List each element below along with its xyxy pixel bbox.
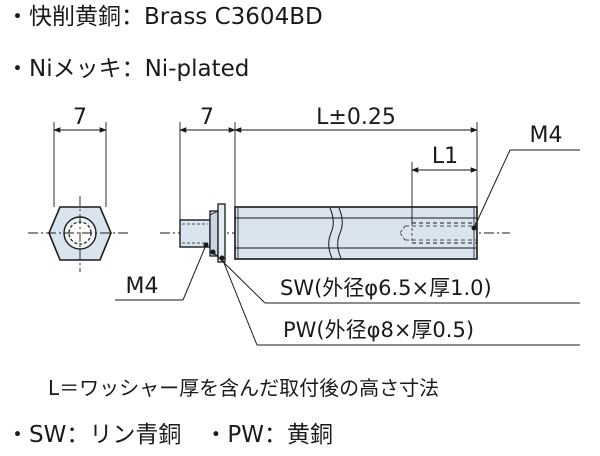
spring-washer (209, 210, 219, 257)
length-dimension-label: L±0.25 (316, 105, 396, 130)
washer-materials: ・SW：リン青銅 ・PW：黄銅 (6, 422, 333, 448)
plating-spec: ・Niメッキ：Ni-plated (6, 56, 250, 82)
m4-right-label: M4 (530, 123, 563, 148)
length-note: L＝ワッシャー厚を含んだ取付後の高さ寸法 (48, 376, 440, 400)
male-thread-stud (179, 219, 211, 248)
thread-dimension-label: 7 (200, 105, 214, 130)
l1-dimension-label: L1 (432, 144, 458, 169)
sw-label: SW(外径φ6.5×厚1.0) (280, 276, 492, 300)
pw-leader (221, 257, 258, 346)
m4-left-label: M4 (126, 274, 159, 299)
pw-label: PW(外径φ8×厚0.5) (283, 318, 474, 342)
hex-dimension-label: 7 (73, 105, 87, 130)
standoff-side-view: 7 L±0.25 L1 M4 M4 SW(外径φ6.5×厚1.0) PW(外径φ… (115, 105, 580, 346)
m4-right-leader (473, 149, 511, 229)
m4-left-leader (182, 244, 207, 301)
sw-leader (212, 251, 266, 304)
plain-washer (217, 203, 226, 263)
hex-body (234, 206, 478, 260)
material-spec: ・快削黄銅：Brass C3604BD (6, 4, 323, 30)
hex-end-view: 7 (28, 105, 130, 272)
